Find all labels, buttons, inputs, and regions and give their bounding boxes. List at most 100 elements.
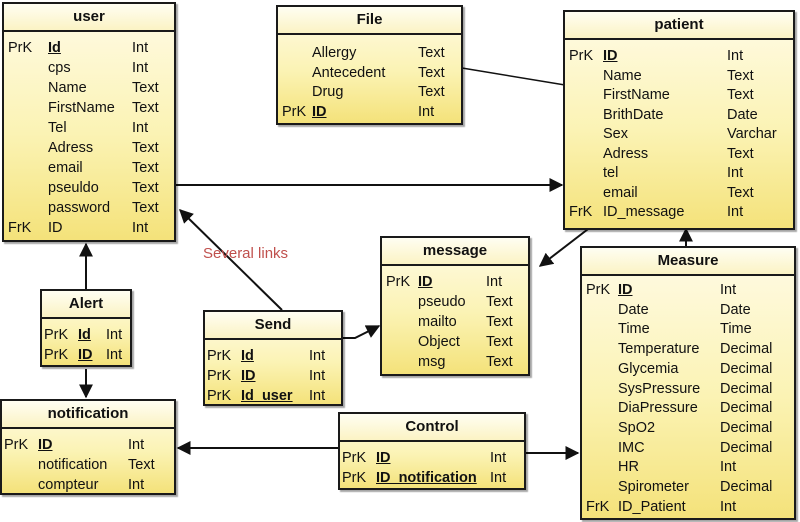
- attribute-row: Tel Int: [4, 118, 174, 138]
- key-marker: PrK: [207, 348, 232, 364]
- attribute-type: Text: [132, 160, 159, 176]
- attribute-name: SysPressure: [618, 380, 701, 397]
- attribute-type: Text: [727, 67, 754, 84]
- key-marker: PrK: [342, 470, 367, 486]
- attribute-row: email Text: [565, 183, 793, 203]
- attribute-type: Decimal: [720, 341, 773, 358]
- attribute-type: Int: [727, 204, 744, 220]
- attribute-type: Int: [727, 165, 744, 181]
- key-marker: PrK: [386, 274, 411, 290]
- attribute-name: Tel: [48, 120, 67, 136]
- attribute-name: SpO2: [618, 419, 656, 436]
- key-marker: PrK: [207, 368, 232, 384]
- attribute-type: Text: [418, 84, 445, 100]
- attribute-name: Spirometer: [618, 479, 689, 495]
- attribute-type: Int: [486, 274, 503, 290]
- attribute-type: Date: [727, 106, 758, 123]
- attribute-type: Text: [727, 145, 754, 162]
- attribute-name: ID: [603, 48, 618, 64]
- attribute-name: Antecedent: [312, 64, 386, 81]
- attribute-type: Decimal: [720, 439, 773, 456]
- attribute-type: Text: [486, 354, 513, 370]
- attribute-name: Id: [78, 327, 91, 343]
- attribute-type: Int: [132, 40, 149, 56]
- attribute-name: Id: [241, 348, 254, 364]
- attribute-type: Int: [132, 220, 149, 236]
- attribute-name: Object: [418, 334, 460, 350]
- key-marker: PrK: [207, 388, 232, 404]
- attribute-type: Int: [720, 282, 737, 298]
- attribute-name: Id: [48, 40, 61, 56]
- attribute-name: ID_message: [603, 204, 685, 220]
- attribute-name: ID: [48, 220, 63, 236]
- attribute-type: Text: [727, 87, 754, 103]
- attribute-type: Text: [486, 294, 513, 310]
- link-send-message: [343, 325, 381, 339]
- attribute-name: FirstName: [48, 100, 115, 116]
- key-marker: PrK: [44, 327, 69, 343]
- attribute-name: Name: [48, 80, 87, 96]
- attribute-name: Drug: [312, 84, 344, 100]
- attribute-type: Date: [720, 301, 751, 318]
- attribute-name: email: [603, 184, 638, 201]
- attribute-type: Int: [132, 120, 149, 136]
- attribute-type: Int: [720, 498, 737, 515]
- attribute-name: Id_user: [241, 388, 293, 404]
- attribute-type: Text: [128, 457, 155, 473]
- key-marker: FrK: [569, 204, 593, 220]
- attribute-type: Int: [128, 477, 145, 493]
- attribute-type: Text: [132, 80, 159, 96]
- attribute-type: Decimal: [720, 479, 773, 495]
- attribute-type: Text: [727, 184, 754, 201]
- attribute-type: Int: [490, 450, 507, 466]
- attribute-row: Spirometer Decimal: [582, 477, 794, 497]
- attribute-name: compteur: [38, 477, 99, 493]
- key-marker: PrK: [4, 437, 29, 453]
- entity-notification-title: notification: [2, 401, 174, 429]
- attribute-type: Text: [132, 200, 159, 216]
- attribute-type: Int: [128, 437, 145, 453]
- attribute-name: mailto: [418, 314, 457, 330]
- attribute-type: Int: [490, 470, 507, 486]
- attribute-name: Sex: [603, 126, 628, 142]
- key-marker: PrK: [342, 450, 367, 466]
- attribute-name: ID: [312, 103, 327, 120]
- entity-message-title: message: [382, 238, 528, 266]
- attribute-name: ID: [38, 437, 53, 453]
- attribute-row: PrK ID Int: [2, 435, 174, 455]
- attribute-name: ID: [618, 282, 633, 298]
- link-send-user: [179, 209, 283, 311]
